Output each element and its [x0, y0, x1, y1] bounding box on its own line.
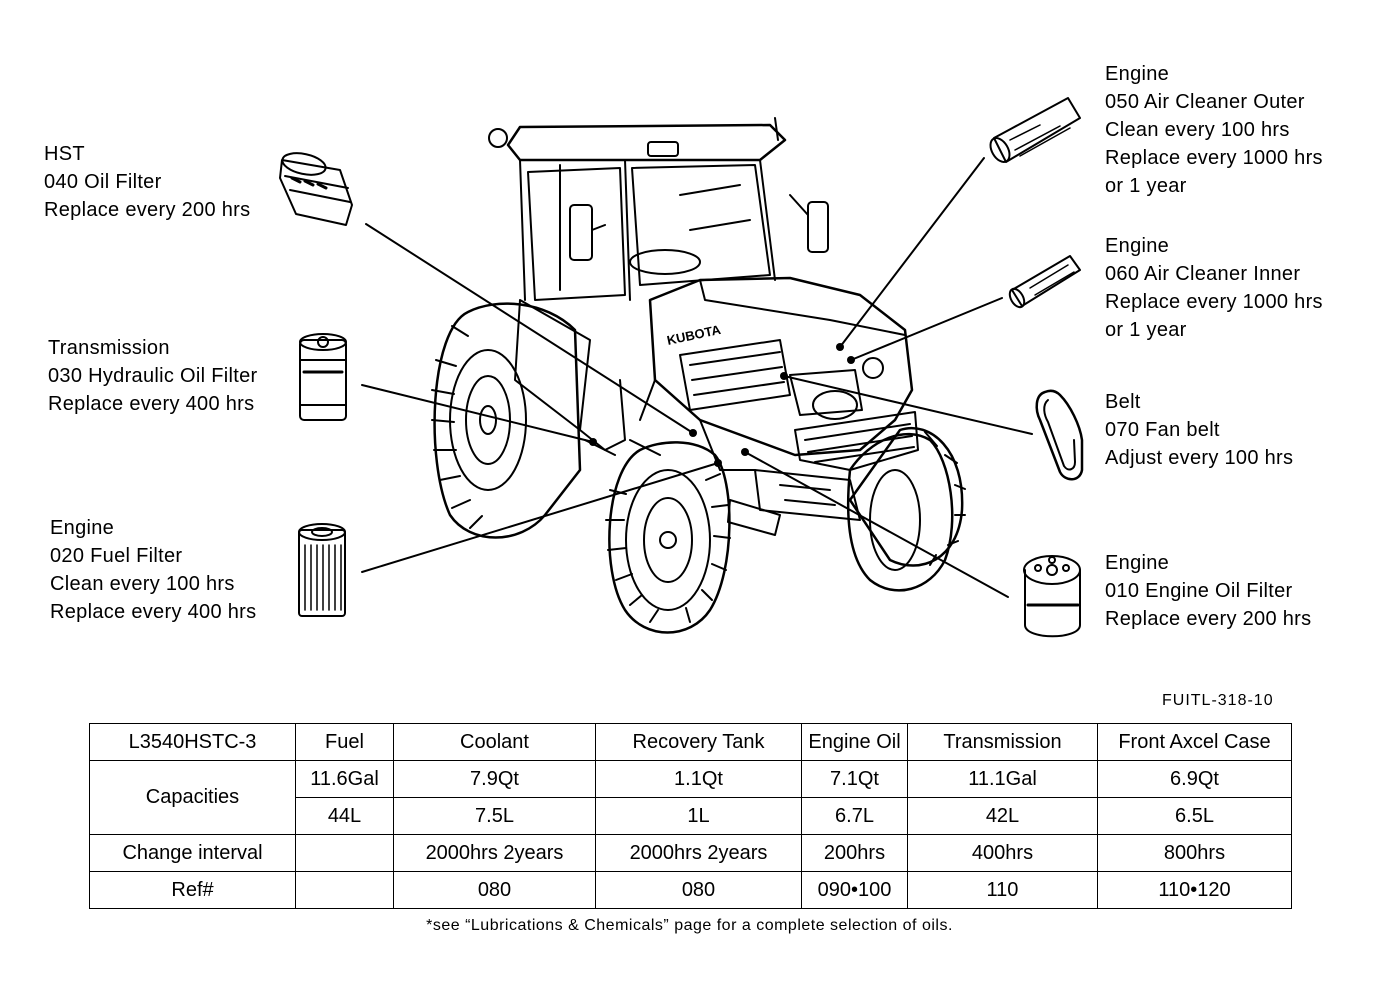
tractor-illustration	[431, 117, 966, 634]
callout-category: Belt	[1105, 391, 1141, 413]
callout-interval: Replace every 1000 hrs	[1105, 147, 1323, 169]
callout-part: 070 Fan belt	[1105, 419, 1220, 441]
callout-category: Engine	[1105, 63, 1170, 85]
table-cell: 7.5L	[393, 797, 596, 835]
fan-belt-icon	[1035, 389, 1084, 481]
table-cell: 080	[595, 871, 802, 909]
callout-interval: Clean every 100 hrs	[1105, 119, 1290, 141]
callout-interval: Replace every 400 hrs	[48, 393, 255, 415]
table-cell: 080	[393, 871, 596, 909]
footnote: *see “Lubrications & Chemicals” page for…	[426, 917, 953, 934]
air-cleaner-outer-icon	[989, 97, 1081, 163]
callout-interval: Replace every 200 hrs	[1105, 608, 1312, 630]
hst-oil-filter-icon	[279, 152, 353, 226]
callout-category: Transmission	[48, 337, 170, 359]
callout-part: 050 Air Cleaner Outer	[1105, 91, 1305, 113]
table-cell: 6.7L	[801, 797, 908, 835]
column-header: Engine Oil	[801, 723, 908, 761]
front-right-tire	[846, 432, 954, 592]
table-cell: 7.9Qt	[393, 760, 596, 798]
air-cleaner-inner-icon	[1008, 255, 1081, 309]
capacities-table: L3540HSTC-3 Fuel Coolant Recovery Tank E…	[89, 723, 1292, 909]
column-header: Fuel	[295, 723, 394, 761]
table-cell: 400hrs	[907, 834, 1098, 872]
callout-category: Engine	[1105, 235, 1170, 257]
callout-part: 030 Hydraulic Oil Filter	[48, 365, 258, 387]
table-cell: 2000hrs 2years	[393, 834, 596, 872]
table-cell: 090•100	[801, 871, 908, 909]
column-header: Coolant	[393, 723, 596, 761]
hood	[629, 276, 919, 536]
table-cell: 11.1Gal	[907, 760, 1098, 798]
table-cell	[295, 834, 394, 872]
figure-code: FUITL-318-10	[1162, 692, 1274, 709]
table-cell: 110•120	[1097, 871, 1292, 909]
callout-hydraulic-oil-filter: Transmission 030 Hydraulic Oil Filter Re…	[48, 334, 258, 418]
column-header: Recovery Tank	[595, 723, 802, 761]
table-cell: 200hrs	[801, 834, 908, 872]
table-cell: 11.6Gal	[295, 760, 394, 798]
brand-logo: KUBOTA	[666, 322, 723, 348]
callout-interval: Replace every 400 hrs	[50, 601, 257, 623]
table-cell: 6.5L	[1097, 797, 1292, 835]
leader-dots	[589, 343, 855, 467]
table-header-row: L3540HSTC-3 Fuel Coolant Recovery Tank E…	[89, 723, 1292, 761]
table-cell: 44L	[295, 797, 394, 835]
table-cell: 110	[907, 871, 1098, 909]
callout-hst-oil-filter: HST 040 Oil Filter Replace every 200 hrs	[44, 140, 250, 224]
callout-air-cleaner-inner: Engine 060 Air Cleaner Inner Replace eve…	[1105, 232, 1323, 344]
row-label: Capacities	[89, 760, 296, 835]
callout-category: Engine	[50, 517, 115, 539]
cab	[488, 117, 829, 456]
callout-fan-belt: Belt 070 Fan belt Adjust every 100 hrs	[1105, 388, 1293, 472]
table-cell: 1L	[595, 797, 802, 835]
callout-category: Engine	[1105, 552, 1170, 574]
callout-fuel-filter: Engine 020 Fuel Filter Clean every 100 h…	[50, 514, 256, 626]
table-row: Ref# 080 080 090•100 110 110•120	[89, 871, 1292, 909]
callout-part: 040 Oil Filter	[44, 171, 162, 193]
callout-interval: Replace every 200 hrs	[44, 199, 251, 221]
callout-part: 010 Engine Oil Filter	[1105, 580, 1293, 602]
table-cell: 6.9Qt	[1097, 760, 1292, 798]
leader-lines	[361, 157, 1033, 598]
row-label: Ref#	[89, 871, 296, 909]
callout-engine-oil-filter: Engine 010 Engine Oil Filter Replace eve…	[1105, 549, 1311, 633]
table-cell: 7.1Qt	[801, 760, 908, 798]
table-cell: 1.1Qt	[595, 760, 802, 798]
callout-interval: Replace every 1000 hrs	[1105, 291, 1323, 313]
table-cell: 800hrs	[1097, 834, 1292, 872]
table-row: Capacities 11.6Gal 7.9Qt 1.1Qt 7.1Qt 11.…	[89, 760, 1292, 835]
column-header: Front Axcel Case	[1097, 723, 1292, 761]
row-label: Change interval	[89, 834, 296, 872]
callout-interval: Adjust every 100 hrs	[1105, 447, 1294, 469]
front-left-tire	[605, 441, 731, 634]
engine-oil-filter-icon	[1023, 555, 1081, 638]
hydraulic-oil-filter-icon	[299, 333, 347, 421]
callout-category: HST	[44, 143, 85, 165]
column-header: Transmission	[907, 723, 1098, 761]
callout-part: 060 Air Cleaner Inner	[1105, 263, 1301, 285]
callout-interval: or 1 year	[1105, 319, 1187, 341]
table-cell: 2000hrs 2years	[595, 834, 802, 872]
callout-interval: Clean every 100 hrs	[50, 573, 235, 595]
table-cell: 42L	[907, 797, 1098, 835]
callout-air-cleaner-outer: Engine 050 Air Cleaner Outer Clean every…	[1105, 60, 1323, 200]
callout-part: 020 Fuel Filter	[50, 545, 183, 567]
model-cell: L3540HSTC-3	[89, 723, 296, 761]
table-cell	[295, 871, 394, 909]
callout-interval: or 1 year	[1105, 175, 1187, 197]
table-row: Change interval 2000hrs 2years 2000hrs 2…	[89, 834, 1292, 872]
fuel-filter-icon	[298, 523, 346, 617]
